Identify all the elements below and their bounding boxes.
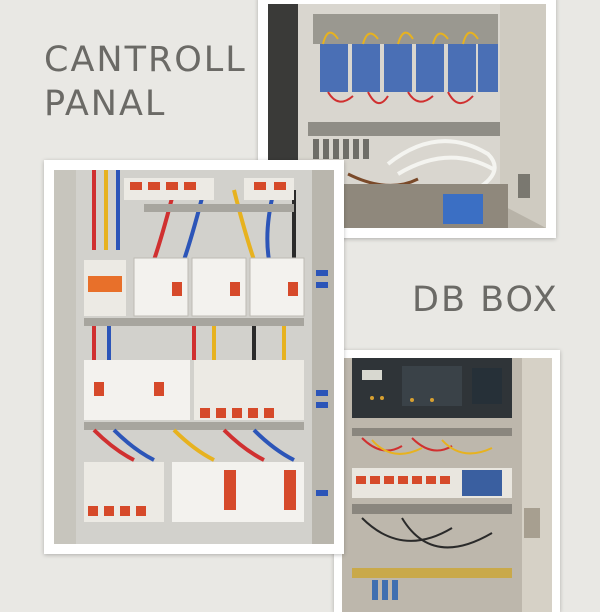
control-panel-photo <box>268 4 546 228</box>
db-box-photo <box>342 358 552 612</box>
title-control-panel-line1: CANTROLL <box>44 40 247 80</box>
main-breaker-panel-photo <box>54 170 334 544</box>
title-db-box: DB BOX <box>412 280 559 320</box>
control-panel-photo-frame <box>258 0 556 238</box>
db-box-photo-frame <box>334 350 560 612</box>
main-breaker-panel-photo-frame <box>44 160 344 554</box>
title-control-panel-line2: PANAL <box>44 84 167 124</box>
